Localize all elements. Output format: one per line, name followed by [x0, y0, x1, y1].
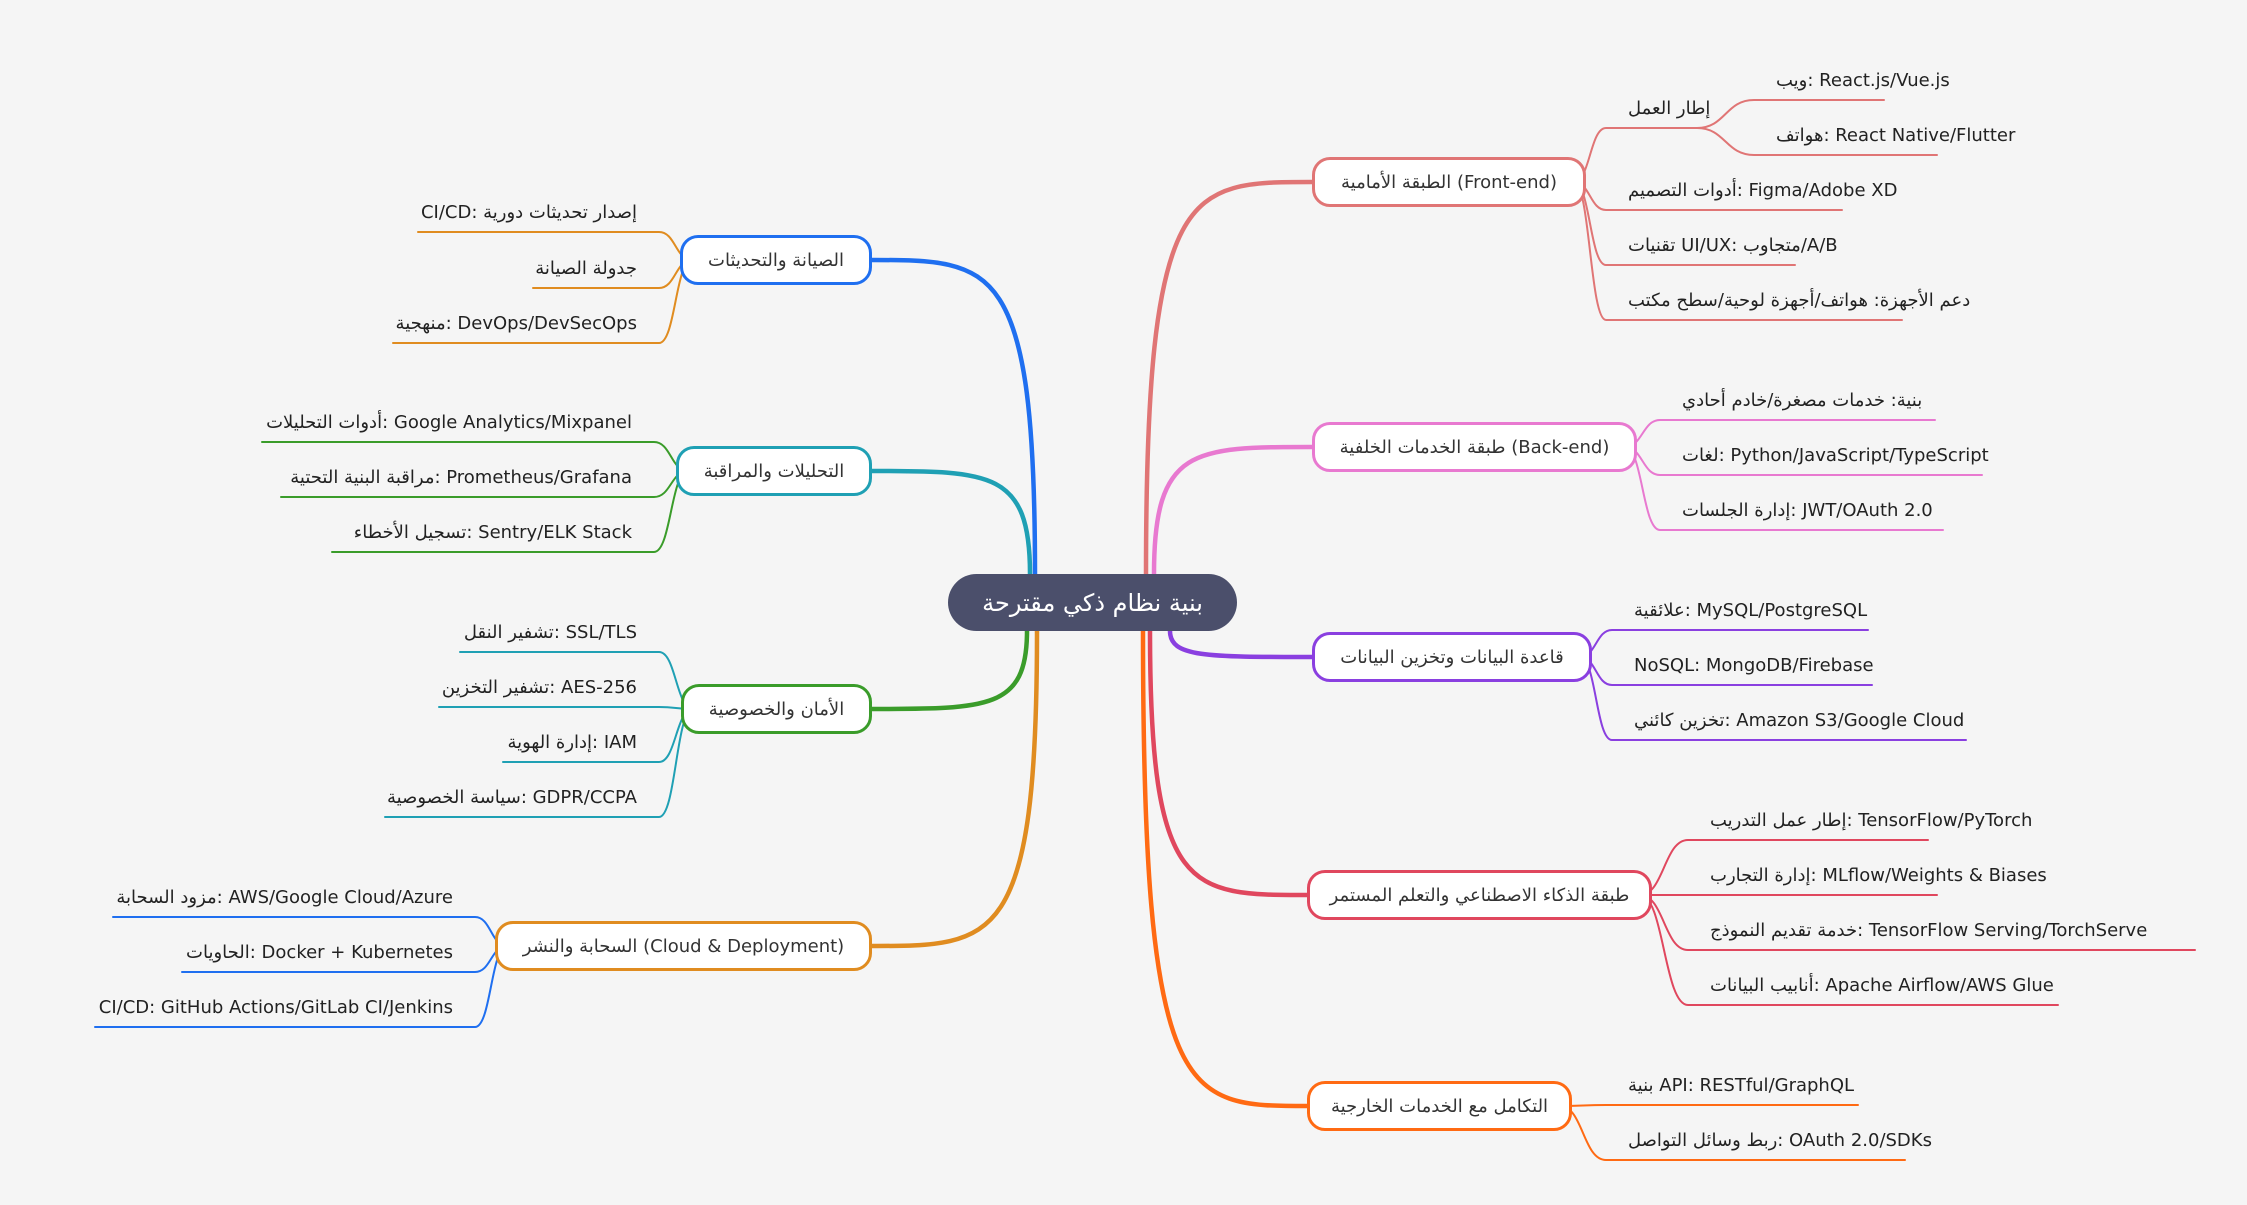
branch-frontend[interactable]: الطبقة الأمامية (Front-end)	[1312, 157, 1586, 207]
leaf-node[interactable]: أدوات التحليلات: Google Analytics/Mixpan…	[266, 412, 632, 433]
leaf-node[interactable]: ربط وسائل التواصل: OAuth 2.0/SDKs	[1628, 1130, 1932, 1151]
leaf-node[interactable]: مراقبة البنية التحتية: Prometheus/Grafan…	[290, 467, 632, 488]
leaf-node[interactable]: الحاويات: Docker + Kubernetes	[186, 942, 453, 963]
branch-security[interactable]: الأمان والخصوصية	[681, 684, 872, 734]
leaf-node[interactable]: هواتف: React Native/Flutter	[1776, 125, 2016, 146]
branch-maintenance[interactable]: الصيانة والتحديثات	[680, 235, 872, 285]
branch-integration[interactable]: التكامل مع الخدمات الخارجية	[1307, 1081, 1572, 1131]
root-label: بنية نظام ذكي مقترحة	[982, 588, 1203, 617]
branch-label: السحابة والنشر (Cloud & Deployment)	[522, 935, 845, 957]
leaf-node[interactable]: تشفير التخزين: AES-256	[441, 677, 637, 698]
leaf-node[interactable]: CI/CD: إصدار تحديثات دورية	[420, 202, 637, 223]
leaf-node[interactable]: ويب: React.js/Vue.js	[1776, 70, 1950, 91]
leaf-node[interactable]: تسجيل الأخطاء: Sentry/ELK Stack	[353, 522, 632, 543]
leaf-node[interactable]: منهجية: DevOps/DevSecOps	[395, 313, 637, 334]
leaf-node[interactable]: أدوات التصميم: Figma/Adobe XD	[1628, 180, 1898, 201]
leaf-node[interactable]: إدارة الجلسات: JWT/OAuth 2.0	[1682, 500, 1933, 521]
leaf-node[interactable]: إدارة الهوية: IAM	[507, 732, 637, 753]
leaf-node[interactable]: علائقية: MySQL/PostgreSQL	[1634, 600, 1868, 621]
leaf-node[interactable]: بنية: خدمات مصغرة/خادم أحادي	[1682, 390, 1923, 411]
leaf-node[interactable]: أنابيب البيانات: Apache Airflow/AWS Glue	[1710, 975, 2054, 996]
branch-label: الصيانة والتحديثات	[708, 249, 844, 271]
leaf-node[interactable]: إطار عمل التدريب: TensorFlow/PyTorch	[1710, 810, 2033, 831]
branch-database[interactable]: قاعدة البيانات وتخزين البيانات	[1312, 632, 1592, 682]
branch-analytics[interactable]: التحليلات والمراقبة	[676, 446, 872, 496]
leaf-node[interactable]: تقنيات UI/UX: متجاوب/A/B	[1628, 235, 1838, 256]
branch-ai[interactable]: طبقة الذكاء الاصطناعي والتعلم المستمر	[1307, 870, 1652, 920]
leaf-node[interactable]: سياسة الخصوصية: GDPR/CCPA	[386, 787, 637, 808]
leaf-node[interactable]: إطار العمل	[1628, 98, 1711, 119]
branch-label: طبقة الذكاء الاصطناعي والتعلم المستمر	[1329, 884, 1630, 906]
branch-label: التحليلات والمراقبة	[703, 460, 845, 482]
branch-label: التكامل مع الخدمات الخارجية	[1330, 1095, 1549, 1117]
leaf-node[interactable]: جدولة الصيانة	[535, 258, 637, 279]
leaf-node[interactable]: خدمة تقديم النموذج: TensorFlow Serving/T…	[1710, 920, 2148, 941]
leaf-node[interactable]: بنية API: RESTful/GraphQL	[1628, 1075, 1855, 1096]
branch-label: الأمان والخصوصية	[708, 698, 845, 720]
leaf-node[interactable]: إدارة التجارب: MLflow/Weights & Biases	[1710, 865, 2047, 886]
leaf-node[interactable]: مزود السحابة: AWS/Google Cloud/Azure	[116, 887, 453, 908]
leaf-node[interactable]: دعم الأجهزة: هواتف/أجهزة لوحية/سطح مكتب	[1628, 290, 1971, 311]
branch-label: طبقة الخدمات الخلفية (Back-end)	[1339, 436, 1610, 458]
leaf-node[interactable]: CI/CD: GitHub Actions/GitLab CI/Jenkins	[98, 997, 453, 1018]
branch-cloud[interactable]: السحابة والنشر (Cloud & Deployment)	[495, 921, 872, 971]
leaf-node[interactable]: تخزين كائني: Amazon S3/Google Cloud	[1634, 710, 1965, 731]
branch-backend[interactable]: طبقة الخدمات الخلفية (Back-end)	[1312, 422, 1637, 472]
leaf-node[interactable]: NoSQL: MongoDB/Firebase	[1634, 655, 1874, 676]
root-node[interactable]: بنية نظام ذكي مقترحة	[948, 574, 1237, 631]
leaf-node[interactable]: تشفير النقل: SSL/TLS	[463, 622, 637, 643]
branch-label: قاعدة البيانات وتخزين البيانات	[1340, 646, 1564, 668]
branch-label: الطبقة الأمامية (Front-end)	[1341, 171, 1557, 193]
leaf-node[interactable]: لغات: Python/JavaScript/TypeScript	[1682, 445, 1989, 466]
